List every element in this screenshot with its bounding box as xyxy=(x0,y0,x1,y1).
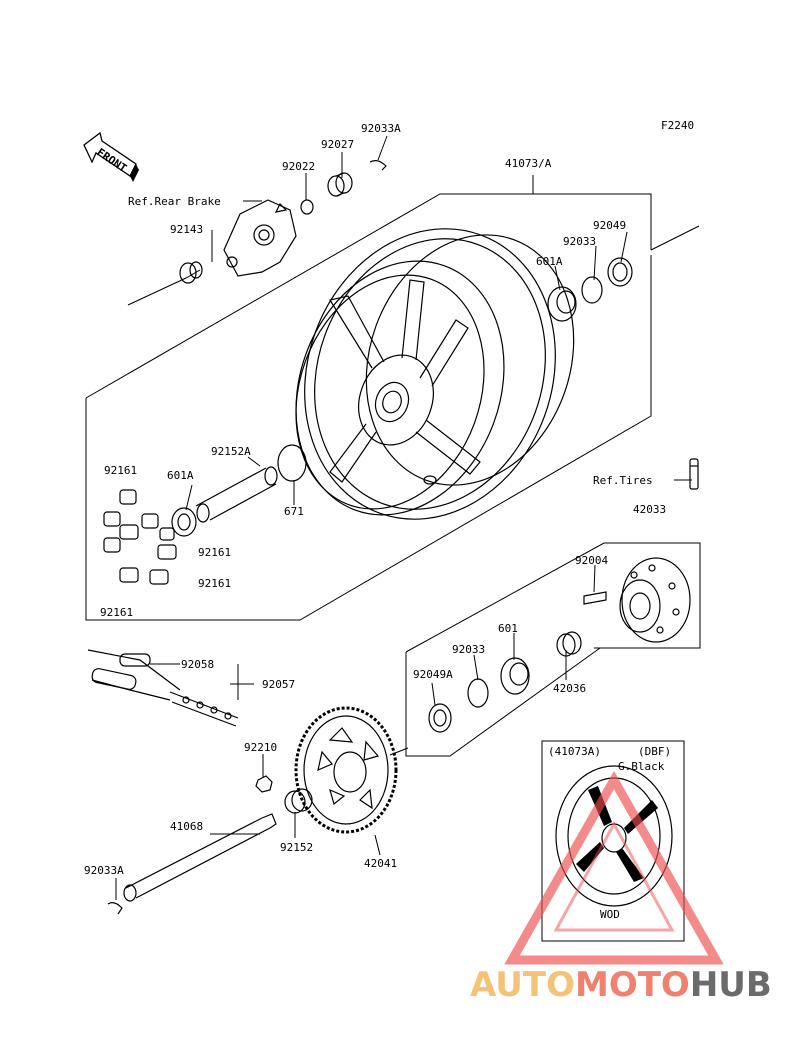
wheel-assembly-outline xyxy=(85,175,700,621)
label-92027: 92027 xyxy=(321,138,354,151)
part-labels: 92033A 92027 92022 41073/A Ref.Rear Brak… xyxy=(84,122,671,921)
circlip-92033-right xyxy=(581,276,603,304)
automotohub-watermark-logo: AUTOMOTOHUB xyxy=(470,770,772,1005)
damper-92161 xyxy=(103,489,177,585)
label-92161-d: 92161 xyxy=(100,606,133,619)
rear-wheel xyxy=(295,228,575,520)
o-ring-671 xyxy=(277,444,307,482)
svg-text:AUTOMOTOHUB: AUTOMOTOHUB xyxy=(470,965,772,1005)
clip-92033A-bottom xyxy=(107,902,123,915)
label-92152A: 92152A xyxy=(211,445,251,458)
label-92161-a: 92161 xyxy=(104,464,137,477)
collar-92027 xyxy=(327,172,353,197)
spacer-92152A xyxy=(195,466,278,523)
label-601A-left: 601A xyxy=(167,469,194,482)
label-41073A: 41073/A xyxy=(505,157,552,170)
label-92161-c: 92161 xyxy=(198,577,231,590)
label-92004: 92004 xyxy=(575,554,608,567)
leader-lines xyxy=(115,135,692,900)
clip-92033A-top xyxy=(369,160,387,171)
inset-bottom-label: WOD xyxy=(600,908,620,921)
label-92161-b: 92161 xyxy=(198,546,231,559)
label-92049A: 92049A xyxy=(413,668,453,681)
label-42036: 42036 xyxy=(553,682,586,695)
watermark-part2: MOTO xyxy=(575,965,690,1005)
inset-color: G.Black xyxy=(618,760,665,773)
bearing-601 xyxy=(500,657,530,695)
label-92033A-bottom: 92033A xyxy=(84,864,124,877)
label-92033-hub: 92033 xyxy=(452,643,485,656)
collar-92152 xyxy=(284,788,313,814)
bearing-601A-right xyxy=(547,286,577,322)
ref-rear-brake: Ref.Rear Brake xyxy=(128,195,221,208)
label-92033A-top: 92033A xyxy=(361,122,401,135)
watermark-part3: HUB xyxy=(690,965,772,1005)
label-92058: 92058 xyxy=(181,658,214,671)
label-92210: 92210 xyxy=(244,741,277,754)
nut-92210 xyxy=(255,775,273,793)
collar-92143 xyxy=(179,261,203,284)
sprocket-42041 xyxy=(294,706,398,834)
axle-41068 xyxy=(123,813,277,902)
variant-inset xyxy=(541,740,685,942)
ref-tires: Ref.Tires xyxy=(593,474,653,487)
label-671: 671 xyxy=(284,505,304,518)
inset-model: (41073A) xyxy=(548,745,601,758)
circlip-92033-hub xyxy=(467,678,489,708)
label-92057: 92057 xyxy=(262,678,295,691)
watermark-part1: AUTO xyxy=(470,965,575,1005)
label-92049: 92049 xyxy=(593,219,626,232)
label-42033: 42033 xyxy=(633,503,666,516)
label-92152: 92152 xyxy=(280,841,313,854)
label-601: 601 xyxy=(498,622,518,635)
front-arrow-icon: FRONT xyxy=(83,131,139,182)
label-41068: 41068 xyxy=(170,820,203,833)
seal-92049A xyxy=(428,703,452,733)
washer-92022 xyxy=(300,199,314,215)
drive-chain xyxy=(87,649,239,727)
brake-bracket xyxy=(223,199,297,277)
figure-code: F2240 xyxy=(661,119,694,132)
label-92022: 92022 xyxy=(282,160,315,173)
tire-valve xyxy=(689,458,699,490)
stud-92004 xyxy=(583,591,607,605)
label-42041: 42041 xyxy=(364,857,397,870)
hub-flange-42033 xyxy=(619,557,691,643)
inset-code: (DBF) xyxy=(638,745,671,758)
label-92143: 92143 xyxy=(170,223,203,236)
label-601A-wheel: 601A xyxy=(536,255,563,268)
label-92033-wheel: 92033 xyxy=(563,235,596,248)
bearing-601A-left xyxy=(171,507,197,537)
seal-92049 xyxy=(607,257,633,287)
collar-42036 xyxy=(556,631,582,657)
